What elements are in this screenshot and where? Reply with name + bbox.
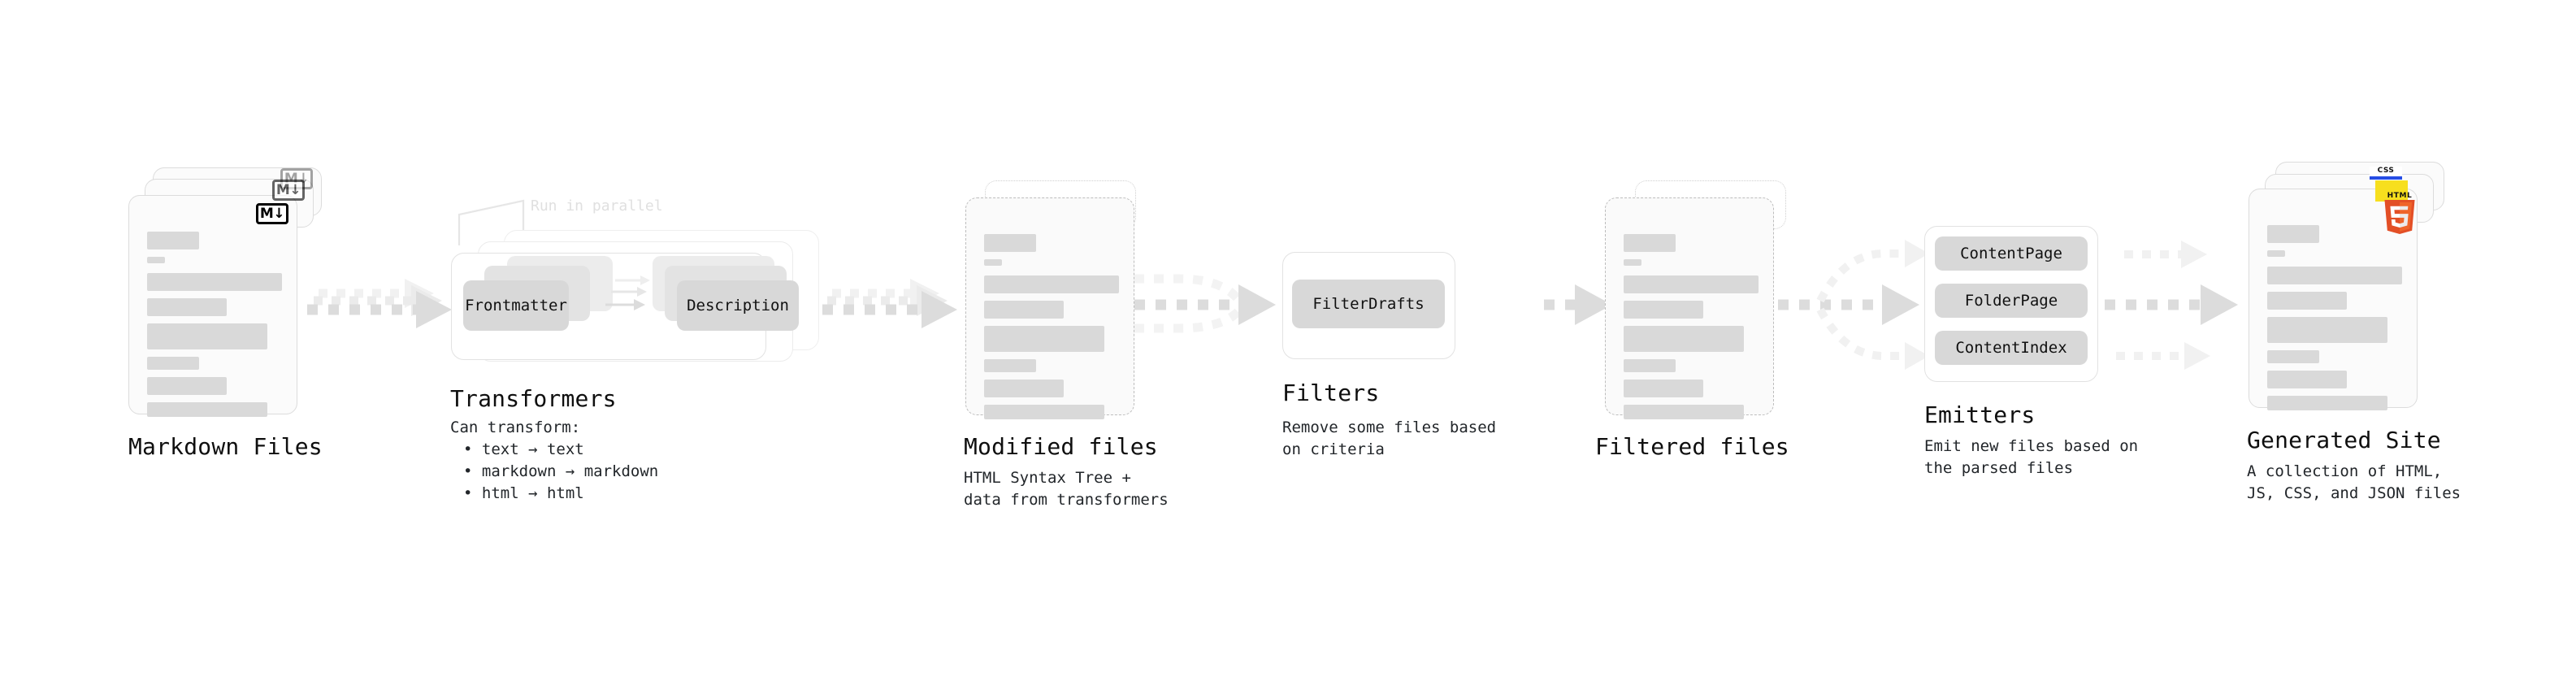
stage-title-transformers: Transformers: [450, 385, 617, 412]
markdown-file-content-lines: [147, 232, 282, 424]
markdown-icon: M↓: [256, 203, 288, 224]
generated-site-subtitle: A collection of HTML, JS, CSS, and JSON …: [2247, 462, 2461, 502]
arrow-filtered-to-emitters: [1778, 240, 1929, 370]
emitter-chip-folderpage[interactable]: FolderPage: [1935, 284, 2088, 318]
transformer-chip-frontmatter[interactable]: Frontmatter: [463, 280, 569, 331]
filtered-file-content-lines: [1624, 234, 1759, 427]
transformers-bullet-2: • html → html: [463, 484, 584, 502]
filters-subtitle: Remove some files based on criteria: [1282, 419, 1497, 458]
stage-title-filtered-files: Filtered files: [1595, 433, 1789, 460]
stage-title-filters: Filters: [1282, 380, 1380, 406]
css-icon: CSS: [2370, 167, 2402, 180]
arrow-transformers-to-modified: [822, 279, 957, 328]
run-in-parallel-label: Run in parallel: [531, 197, 663, 215]
html5-icon: HTML: [2382, 192, 2418, 234]
transformers-bullet-0: • text → text: [463, 440, 584, 458]
generated-file-content-lines: [2267, 225, 2402, 418]
stage-title-markdown-files: Markdown Files: [128, 433, 323, 460]
stage-title-generated-site: Generated Site: [2247, 427, 2441, 453]
html5-icon-shield: [2384, 200, 2415, 234]
modified-file-front: [965, 197, 1134, 419]
stage-title-modified-files: Modified files: [964, 433, 1158, 460]
stage-title-emitters: Emitters: [1924, 401, 2036, 428]
emitter-chip-contentpage[interactable]: ContentPage: [1935, 236, 2088, 271]
arrow-markdown-to-transformers: [307, 279, 452, 328]
modified-files-subtitle: HTML Syntax Tree + data from transformer…: [964, 469, 1169, 509]
html5-icon-wordmark: HTML: [2387, 192, 2413, 200]
filter-chip-filterdrafts[interactable]: FilterDrafts: [1292, 280, 1445, 328]
emitters-subtitle: Emit new files based on the parsed files: [1924, 437, 2139, 477]
arrow-emitters-to-site: [2105, 241, 2238, 370]
filtered-file-front: [1605, 197, 1774, 419]
transformers-subtitle: Can transform:: [450, 419, 581, 436]
markdown-file-front: [128, 195, 297, 417]
transformer-chip-description[interactable]: Description: [677, 280, 799, 331]
markdown-icon-mid: M↓: [272, 180, 305, 201]
modified-file-content-lines: [984, 234, 1119, 427]
emitter-chip-contentindex[interactable]: ContentIndex: [1935, 331, 2088, 365]
js-icon: JS: [2375, 180, 2408, 202]
arrow-filters-to-filtered: [1544, 284, 1612, 325]
transformers-bullet-1: • markdown → markdown: [463, 462, 659, 480]
arrow-modified-to-filters: [1134, 274, 1276, 333]
